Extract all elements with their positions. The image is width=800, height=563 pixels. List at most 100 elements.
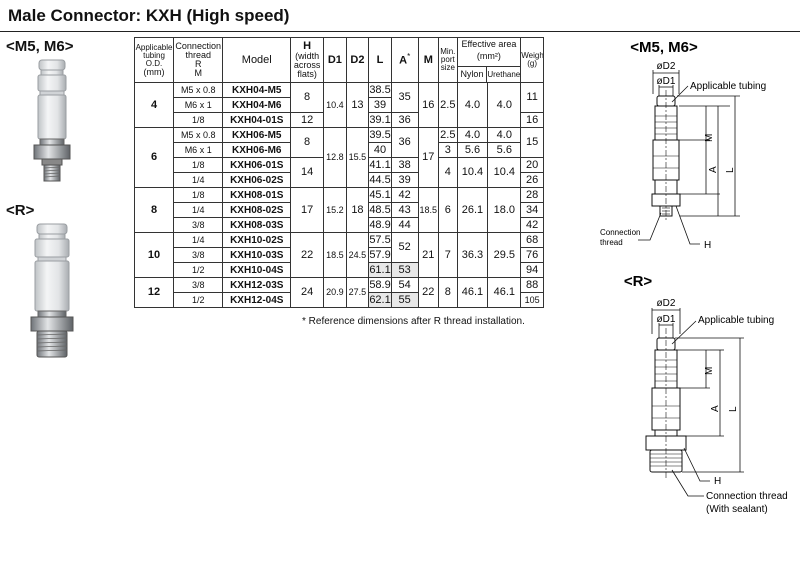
cell-l: 39 [368,97,392,113]
section-label-m5-m6: <M5, M6> [6,38,74,55]
cell-a: 54 [390,277,419,293]
cell-urethane: 10.4 [487,157,522,188]
header-tubing-od-unit: (mm) [143,66,165,77]
cell-h: 8 [290,127,325,158]
cell-d1: 10.4 [323,82,347,128]
cell-weight: 26 [520,172,544,188]
cell-model: KXH06-02S [222,172,292,188]
cell-h: 14 [290,157,325,188]
diagram-m-dim-lines [652,70,680,98]
table-row: 12 3/8 KXH12-03S 24 20.9 27.5 58.9 54 22… [133,277,544,308]
cell-thread: M6 x 1 [173,97,224,113]
cell-weight: 88 [520,277,544,293]
cell-d2: 15.5 [345,127,370,188]
diagram-r-d1-label: øD1 [657,314,676,325]
cell-thread: M5 x 0.8 [173,127,224,143]
cell-urethane: 29.5 [487,232,522,278]
cell-model: KXH10-03S [222,247,292,263]
header-a-label: A [399,54,408,67]
diagram-m-a-label: A [708,166,719,173]
diagram-r-applicable-label: Applicable tubing [698,315,774,326]
cell-l: 41.1 [368,157,392,173]
diagram-m-h-label: H [704,240,711,251]
diagram-r-sealant-label: (With sealant) [706,504,768,515]
cell-h: 8 [290,82,325,113]
cell-m: 22 [417,277,440,308]
spec-table: Applicable tubing O.D.(mm) Connection th… [133,37,544,308]
cell-od: 10 [133,232,175,278]
diagram-r-body [645,337,687,473]
diagram-r-dim-lines [651,308,681,338]
cell-d2: 24.5 [345,232,370,278]
cell-thread: 3/8 [173,277,224,293]
cell-m: 21 [417,232,440,278]
product-photo-r [30,223,74,358]
diagram-m-heading: <M5, M6> [630,39,698,56]
cell-l: 57.5 [368,232,392,248]
diagram-r-dims [675,337,744,473]
table-row: 1/8 KXH06-01S 14 41.1 38 4 10.4 10.4 20 [135,157,544,188]
cell-a: 42 [390,187,419,203]
cell-l: 62.1 [368,292,392,308]
cell-port: 6 [438,187,458,233]
table-row: 1/4 KXH08-02S 48.5 43 34 [135,202,544,218]
cell-model: KXH08-01S [222,187,292,203]
cell-h: 22 [290,232,325,278]
cell-od: 12 [133,277,175,308]
cell-l: 48.5 [368,202,392,218]
cell-thread: 1/2 [173,292,224,308]
cell-nylon: 5.6 [456,142,489,158]
cell-m: 17 [417,127,440,188]
diagram-r-conn-leader [671,469,704,497]
diagram-r-h-label: H [714,476,721,487]
cell-weight: 15 [520,127,544,158]
cell-thread: 1/8 [173,112,224,128]
cell-nylon: 10.4 [456,157,489,188]
cell-a: 36 [390,112,419,128]
cell-l: 40 [368,142,392,158]
cell-thread: M6 x 1 [173,142,224,158]
diagram-m-conn-label-2: thread [600,238,623,247]
cell-a: 35 [390,82,419,113]
cell-weight: 11 [520,82,544,113]
cell-od: 8 [133,187,175,233]
cell-port: 2.5 [438,127,458,143]
cell-weight: 68 [520,232,544,248]
cell-a: 36 [390,127,419,158]
cell-thread: 1/4 [173,202,224,218]
diagram-m-h-leader [675,205,700,245]
page-title: Male Connector: KXH (High speed) [8,6,290,25]
cell-nylon: 4.0 [456,127,489,143]
cell-thread: 1/8 [173,187,224,203]
diagram-m-applicable-leader [671,85,689,103]
title-rule [0,31,800,32]
cell-weight: 16 [520,112,544,128]
header-model: Model [222,37,292,83]
header-a-star: * [407,52,411,62]
cell-nylon: 46.1 [456,277,489,308]
table-row: 6 M5 x 0.8 KXH06-M5 8 12.8 15.5 39.5 36 … [133,127,544,188]
diagram-m-conn-label-1: Connection [600,228,640,237]
header-urethane: Urethane [487,70,521,79]
cell-a: 43 [390,202,419,218]
cell-d2: 27.5 [345,277,370,308]
header-effective-area: Effective area (mm²) Nylon Urethane [456,37,522,83]
cell-weight: 76 [520,247,544,263]
table-row: 1/8 KXH04-01S 12 39.1 36 16 [135,112,544,128]
cell-m: 18.5 [417,187,440,233]
cell-l: 48.9 [368,217,392,233]
cell-port: 7 [438,232,458,278]
cell-thread: 3/8 [173,247,224,263]
header-nylon: Nylon [458,67,488,82]
cell-urethane: 4.0 [487,82,522,128]
cell-h: 12 [290,112,325,128]
cell-d1: 15.2 [323,187,347,233]
cell-a: 44 [390,217,419,233]
cell-d1: 18.5 [323,232,347,278]
diagram-m-dims [677,95,740,217]
table-row: 8 1/8 KXH08-01S 17 15.2 18 45.1 42 18.5 … [133,187,544,233]
diagram-m-applicable-label: Applicable tubing [690,81,766,92]
header-tubing-od: Applicable tubing O.D.(mm) [133,37,175,83]
reference-note: * Reference dimensions after R thread in… [302,316,525,327]
